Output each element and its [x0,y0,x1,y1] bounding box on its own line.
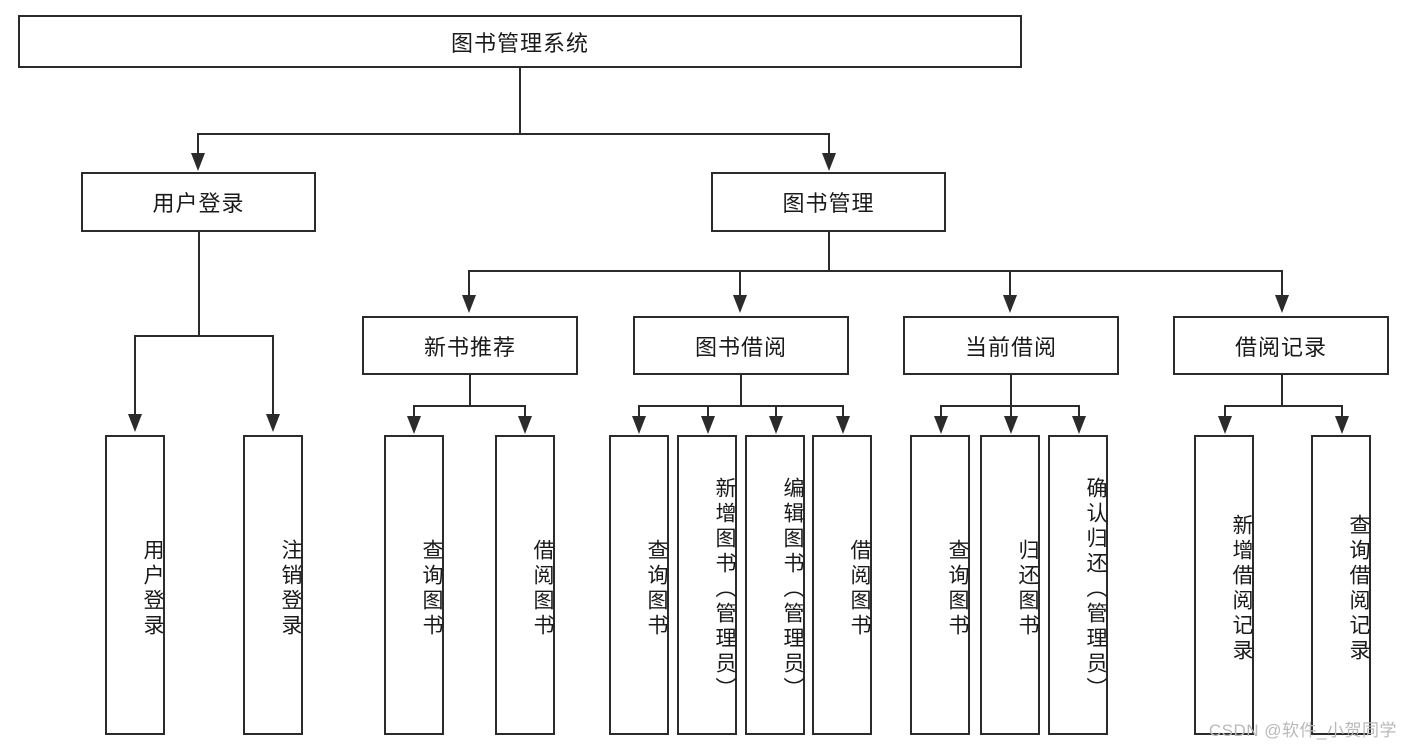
leaf-book-borrow-0[interactable]: 查询图书 [609,435,669,735]
edge-new-book-bus [413,405,526,407]
leaf-current-borrow-1[interactable]: 归还图书 [980,435,1040,735]
edge-root-to-user-login [197,133,199,155]
leaf-user-login-0[interactable]: 用户登录 [105,435,165,735]
arrowhead-book-borrow-leaf-2 [769,416,783,434]
leaf-borrow-record-0-label: 新增借阅记录 [1230,514,1253,664]
edge-book-borrow-to-leaf-3 [842,405,844,418]
node-current-borrow[interactable]: 当前借阅 [903,316,1119,375]
leaf-book-borrow-2-label: 编辑图书（管理员） [781,476,804,702]
arrowhead-current-borrow-leaf-0 [934,416,948,434]
leaf-book-borrow-1[interactable]: 新增图书（管理员） [677,435,737,735]
edge-current-borrow-stem [1010,375,1012,406]
node-root-label: 图书管理系统 [450,30,589,56]
arrowhead-book-mgmt [822,153,836,171]
edge-new-book-to-leaf-0 [413,405,415,418]
arrowhead-borrow-record [1275,295,1289,313]
arrowhead-current-borrow [1003,295,1017,313]
leaf-new-book-0[interactable]: 查询图书 [384,435,444,735]
arrowhead-new-book-leaf-0 [407,416,421,434]
edge-root-stem [519,68,521,134]
leaf-book-borrow-0-label: 查询图书 [645,539,668,639]
edge-book-borrow-to-leaf-2 [775,405,777,418]
edge-user-login-bus [134,335,274,337]
leaf-user-login-1[interactable]: 注销登录 [243,435,303,735]
arrowhead-current-borrow-leaf-2 [1072,416,1086,434]
arrowhead-user-login-leaf-1 [266,414,280,432]
node-new-book-recommend[interactable]: 新书推荐 [362,316,578,375]
edge-book-mgmt-stem [828,232,830,271]
edge-new-book-stem [469,375,471,406]
edge-borrow-record-to-leaf-0 [1224,405,1226,418]
node-book-borrow-label: 图书借阅 [694,334,787,360]
node-current-borrow-label: 当前借阅 [964,334,1057,360]
edge-new-book-to-leaf-1 [524,405,526,418]
edge-current-borrow-to-leaf-2 [1078,405,1080,418]
node-borrow-record-label: 借阅记录 [1234,334,1327,360]
arrowhead-borrow-record-leaf-1 [1335,416,1349,434]
leaf-current-borrow-1-label: 归还图书 [1016,539,1039,639]
arrowhead-book-borrow-leaf-0 [632,416,646,434]
leaf-borrow-record-1[interactable]: 查询借阅记录 [1311,435,1371,735]
arrowhead-borrow-record-leaf-0 [1218,416,1232,434]
leaf-current-borrow-0-label: 查询图书 [946,539,969,639]
leaf-book-borrow-3-label: 借阅图书 [848,539,871,639]
leaf-book-borrow-3[interactable]: 借阅图书 [812,435,872,735]
csdn-watermark: CSDN @软件_小贺同学 [1208,721,1397,740]
edge-borrow-record-stem [1281,375,1283,406]
edge-current-borrow-to-leaf-1 [1010,405,1012,418]
edge-book-mgmt-to-new-book [468,270,470,296]
arrowhead-book-borrow-leaf-1 [701,416,715,434]
leaf-new-book-0-label: 查询图书 [420,539,443,639]
edge-root-bus [197,133,830,135]
arrowhead-user-login [191,153,205,171]
leaf-current-borrow-2[interactable]: 确认归还（管理员） [1048,435,1108,735]
arrowhead-user-login-leaf-0 [128,414,142,432]
leaf-new-book-1[interactable]: 借阅图书 [495,435,555,735]
edge-book-mgmt-to-borrow-record [1281,270,1283,296]
node-new-book-recommend-label: 新书推荐 [423,334,516,360]
edge-book-borrow-to-leaf-0 [638,405,640,418]
leaf-borrow-record-0[interactable]: 新增借阅记录 [1194,435,1254,735]
leaf-borrow-record-1-label: 查询借阅记录 [1347,514,1370,664]
edge-book-mgmt-bus [468,270,1282,272]
leaf-current-borrow-0[interactable]: 查询图书 [910,435,970,735]
edge-current-borrow-to-leaf-0 [940,405,942,418]
node-user-login-label: 用户登录 [152,191,245,216]
edge-book-mgmt-to-current-borrow [1009,270,1011,296]
node-user-login[interactable]: 用户登录 [81,172,316,232]
edge-user-login-stem [198,232,200,336]
node-book-management[interactable]: 图书管理 [711,172,946,232]
leaf-book-borrow-2[interactable]: 编辑图书（管理员） [745,435,805,735]
edge-book-borrow-bus [638,405,844,407]
node-book-borrow[interactable]: 图书借阅 [633,316,849,375]
edge-user-login-to-leaf-0 [134,335,136,415]
edge-root-to-book-mgmt [828,133,830,155]
leaf-user-login-1-label: 注销登录 [279,539,302,639]
edge-book-mgmt-to-book-borrow [739,270,741,296]
edge-book-borrow-stem [740,375,742,406]
arrowhead-new-book-leaf-1 [518,416,532,434]
node-book-management-label: 图书管理 [782,191,875,216]
node-borrow-record[interactable]: 借阅记录 [1173,316,1389,375]
leaf-new-book-1-label: 借阅图书 [531,539,554,639]
edge-borrow-record-to-leaf-1 [1341,405,1343,418]
edge-book-borrow-to-leaf-1 [707,405,709,418]
arrowhead-book-borrow [733,295,747,313]
leaf-current-borrow-2-label: 确认归还（管理员） [1084,476,1107,702]
arrowhead-current-borrow-leaf-1 [1004,416,1018,434]
node-root[interactable]: 图书管理系统 [18,15,1022,68]
leaf-user-login-0-label: 用户登录 [141,539,164,639]
edge-borrow-record-bus [1224,405,1342,407]
arrowhead-new-book [462,295,476,313]
leaf-book-borrow-1-label: 新增图书（管理员） [713,476,736,702]
edge-user-login-to-leaf-1 [272,335,274,415]
arrowhead-book-borrow-leaf-3 [836,416,850,434]
